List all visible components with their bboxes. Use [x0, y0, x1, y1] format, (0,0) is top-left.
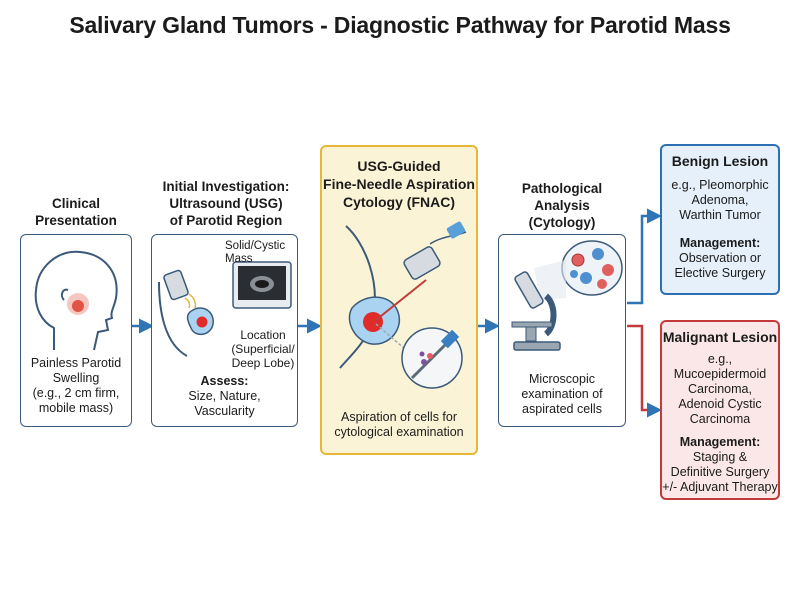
malignant-box	[660, 320, 780, 500]
malignant-management-title: Management:	[679, 435, 761, 449]
malignant-management-text: Staging & Definitive Surgery +/- Adjuvan…	[662, 450, 778, 494]
pathology-heading: Pathological Analysis (Cytology)	[521, 181, 603, 230]
ultrasound-probe-and-monitor-icon	[158, 261, 292, 357]
arrow-to-benign	[627, 208, 662, 305]
malignant-heading: Malignant Lesion	[662, 329, 778, 345]
arrow-to-malignant	[627, 324, 662, 418]
label-solid-cystic-mass: Solid/Cystic Mass	[225, 240, 286, 265]
fnac-box	[320, 145, 478, 455]
benign-management-text: Observation or Elective Surgery	[674, 251, 766, 280]
label-location: Location (Superficial/ Deep Lobe)	[231, 328, 295, 370]
fnac-description: Aspiration of cells for cytological exam…	[334, 410, 464, 439]
ultrasound-guided-needle-aspiration-icon	[339, 221, 467, 389]
fnac-heading: USG-Guided Fine-Needle Aspiration Cytolo…	[323, 158, 475, 210]
page-title: Salivary Gland Tumors - Diagnostic Pathw…	[69, 12, 731, 38]
microscope-with-cells-icon	[511, 240, 623, 351]
benign-box	[660, 144, 780, 295]
clinical-description: Painless Parotid Swelling (e.g., 2 cm fi…	[30, 356, 122, 415]
pathology-description: Microscopic examination of aspirated cel…	[521, 372, 603, 416]
assess-text: Size, Nature, Vascularity	[188, 389, 261, 418]
benign-heading: Benign Lesion	[671, 153, 769, 169]
assess-title: Assess:	[200, 374, 249, 388]
clinical-heading: Clinical Presentation	[35, 196, 117, 228]
head-profile-icon	[34, 250, 118, 351]
benign-management-title: Management:	[679, 236, 761, 250]
ultrasound-heading: Initial Investigation: Ultrasound (USG) …	[162, 179, 290, 228]
malignant-examples: e.g., Mucoepidermoid Carcinoma, Adenoid …	[673, 352, 767, 426]
benign-examples: e.g., Pleomorphic Adenoma, Warthin Tumor	[671, 178, 769, 222]
